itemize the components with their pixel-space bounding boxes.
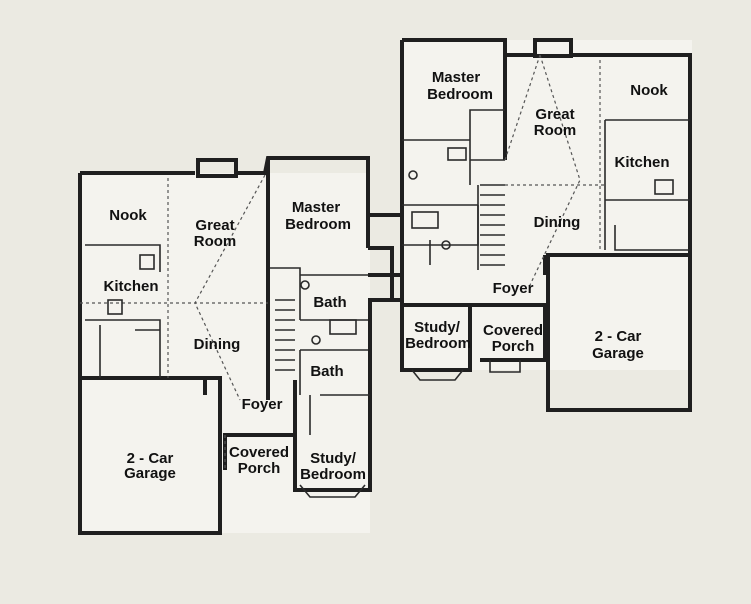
room-label-foyer: Foyer (242, 396, 283, 413)
room-label-master-bedroom: Bedroom (285, 216, 351, 233)
room-label-great-room: Great (535, 106, 574, 123)
room-label-master-bedroom: Bedroom (427, 86, 493, 103)
room-label-garage: Garage (592, 345, 644, 362)
room-label-study-bedroom: Study/ (414, 319, 461, 336)
room-label-covered-porch: Covered (483, 322, 543, 339)
room-label-master-bedroom: Master (292, 199, 341, 216)
room-label-great-room: Room (534, 122, 577, 139)
room-label-master-bedroom: Master (432, 69, 481, 86)
room-label-nook: Nook (109, 207, 147, 224)
room-label-covered-porch: Porch (492, 338, 535, 355)
room-label-foyer: Foyer (493, 280, 534, 297)
room-label-great-room: Room (194, 233, 237, 250)
room-label-garage: 2 - Car (595, 328, 642, 345)
room-label-kitchen: Kitchen (614, 154, 669, 171)
room-label-dining: Dining (194, 336, 241, 353)
room-label-study-bedroom: Study/ (310, 450, 357, 467)
room-label-nook: Nook (630, 82, 668, 99)
room-label-covered-porch: Covered (229, 444, 289, 461)
room-label-covered-porch: Porch (238, 460, 281, 477)
right-unit-walls (400, 38, 692, 412)
room-label-study-bedroom: Bedroom (405, 335, 471, 352)
left-unit-walls (78, 156, 394, 535)
room-label-bath: Bath (313, 294, 346, 311)
room-label-bath: Bath (310, 363, 343, 380)
unit-connector-wall (368, 213, 402, 302)
room-label-dining: Dining (534, 214, 581, 231)
room-label-garage: Garage (124, 465, 176, 482)
room-label-study-bedroom: Bedroom (300, 466, 366, 483)
room-label-garage: 2 - Car (127, 450, 174, 467)
room-label-great-room: Great (195, 217, 234, 234)
room-label-kitchen: Kitchen (103, 278, 158, 295)
